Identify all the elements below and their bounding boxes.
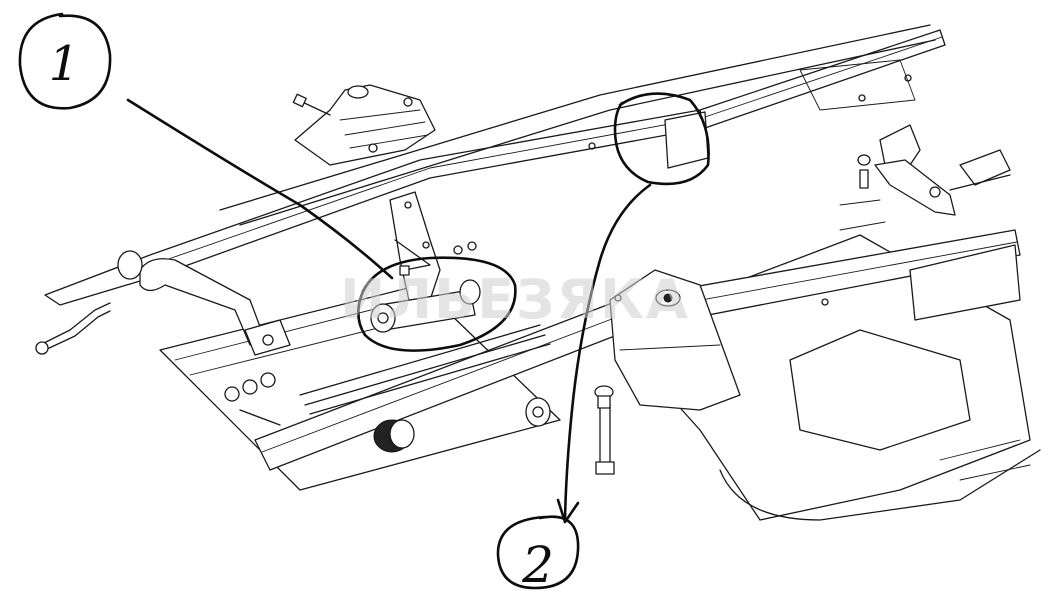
highlight-bushing: [357, 256, 517, 352]
leaf-spring: [299, 324, 551, 453]
leader-line-1: [126, 98, 394, 280]
watermark-text: ИЛЬЕЗЯКА: [340, 268, 690, 331]
callout-1-label: 1: [49, 36, 80, 92]
leader-line-2: [556, 183, 652, 524]
fastener-set-left: [224, 372, 281, 426]
body-mount-bracket-right: [839, 124, 1011, 231]
spring-eye-bushing: [370, 264, 481, 333]
callout-1: [18, 12, 112, 110]
frame-side-rail-rear: [219, 24, 936, 226]
callout-2-label: 2: [521, 536, 554, 591]
body-mount-bracket-left: [292, 84, 436, 166]
floor-panel-right: [609, 234, 1041, 521]
hanger-bolt: [594, 385, 615, 475]
cross-member: [117, 250, 291, 356]
front-shackle-rod: [35, 302, 111, 355]
highlight-rail-section: [613, 92, 710, 186]
spring-hanger-rear: [609, 269, 741, 411]
callout-2: [496, 515, 580, 590]
